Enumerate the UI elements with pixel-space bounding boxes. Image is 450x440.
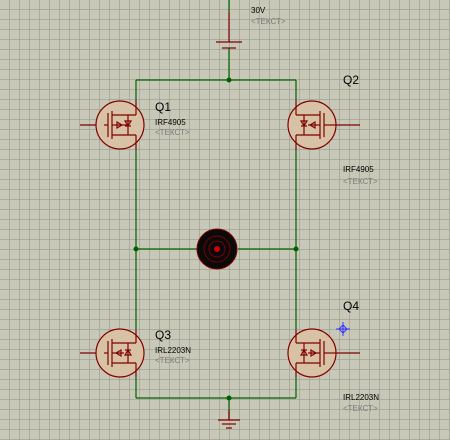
motor-component[interactable] — [196, 228, 238, 270]
ground-icon — [218, 410, 240, 429]
mosfet-n-channel-icon — [287, 328, 360, 378]
transistor-q2[interactable]: Q2 IRF4905 <ТЕКСТ> — [287, 73, 378, 186]
ground-component[interactable] — [218, 410, 240, 429]
q2-name: Q2 — [343, 73, 359, 87]
mosfet-n-channel-icon — [80, 328, 145, 378]
transistor-q1[interactable]: Q1 IRF4905 <ТЕКСТ> — [80, 100, 190, 150]
transistor-q3[interactable]: Q3 IRL2203N <ТЕКСТ> — [80, 328, 191, 378]
q4-part: IRL2203N — [343, 393, 379, 402]
q3-text-placeholder: <ТЕКСТ> — [155, 356, 190, 365]
junction-dot — [226, 395, 232, 401]
battery-icon — [216, 12, 242, 49]
junction-dot — [133, 246, 139, 252]
battery-text-placeholder: <ТЕКСТ> — [251, 17, 286, 26]
battery-component[interactable]: 30V <ТЕКСТ> — [216, 6, 286, 49]
mosfet-p-channel-icon — [287, 100, 360, 150]
mosfet-p-channel-icon — [80, 100, 145, 150]
q1-name: Q1 — [155, 100, 171, 114]
q3-name: Q3 — [155, 328, 171, 342]
q4-name: Q4 — [343, 299, 359, 313]
q2-part: IRF4905 — [343, 165, 374, 174]
q2-text-placeholder: <ТЕКСТ> — [343, 177, 378, 186]
junction-dot — [226, 77, 232, 83]
q3-part: IRL2203N — [155, 346, 191, 355]
q1-part: IRF4905 — [155, 118, 186, 127]
q1-text-placeholder: <ТЕКСТ> — [155, 128, 190, 137]
q4-text-placeholder: <ТЕКСТ> — [343, 404, 378, 413]
transistor-q4[interactable]: Q4 IRL2203N <ТЕКСТ> — [287, 299, 379, 413]
battery-value: 30V — [251, 6, 266, 15]
crosshair-cursor-icon — [336, 322, 350, 336]
junction-dots — [133, 77, 299, 401]
motor-icon — [196, 228, 238, 270]
junction-dot — [293, 246, 299, 252]
wires — [135, 0, 297, 420]
